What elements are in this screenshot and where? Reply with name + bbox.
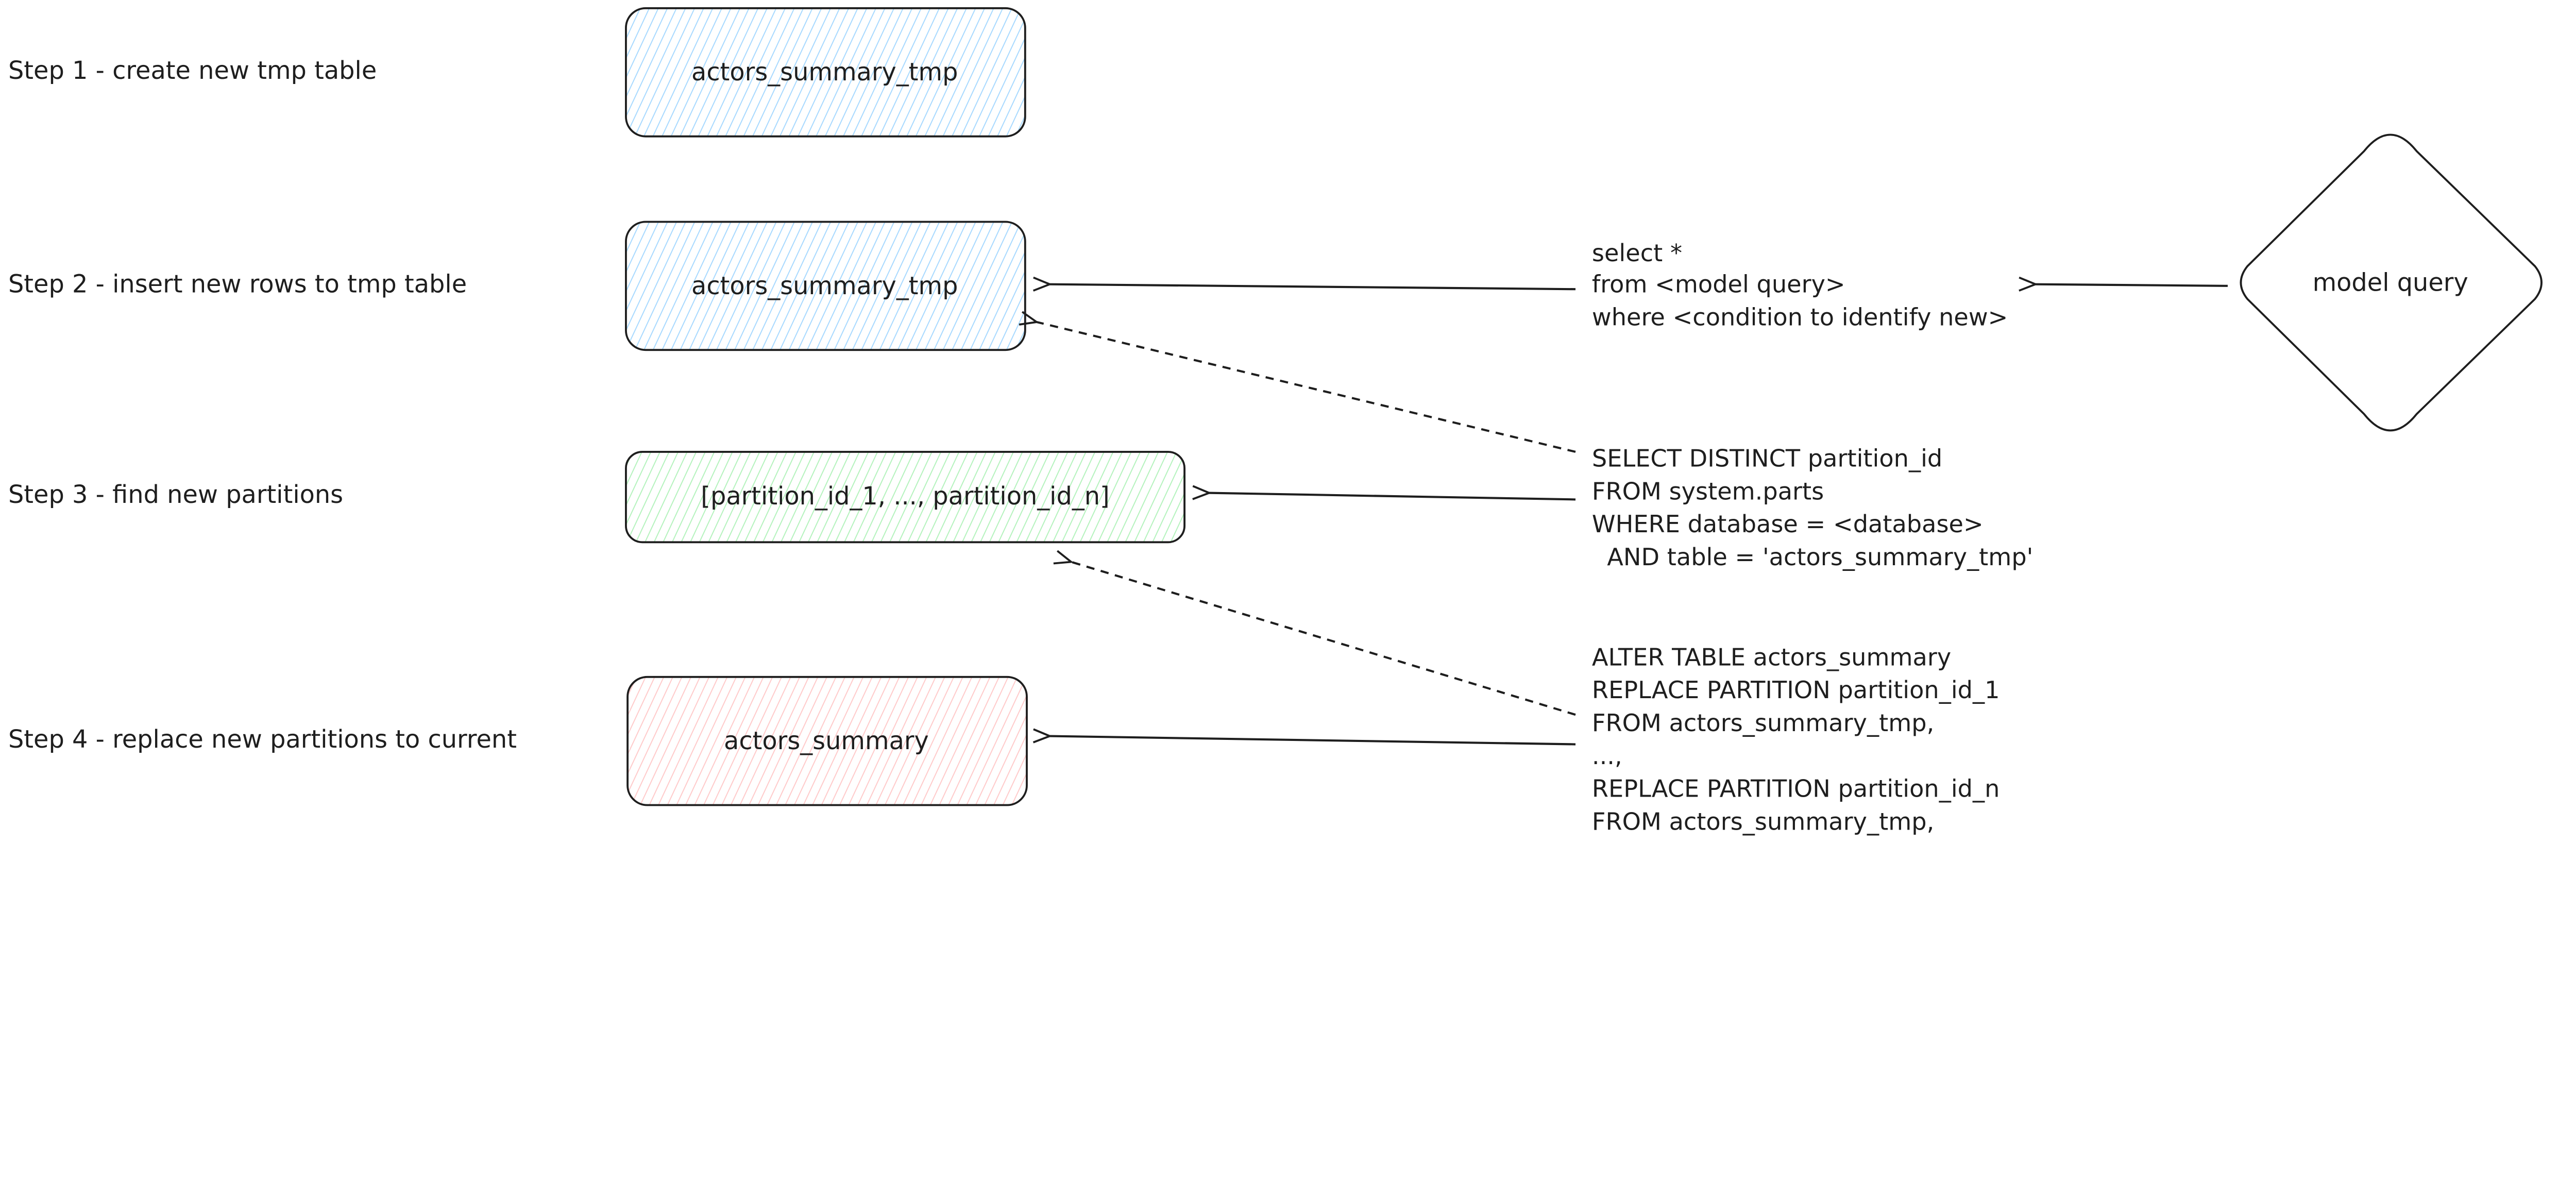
query-line: FROM actors_summary_tmp, xyxy=(1592,807,1934,835)
query-line: from <model query> xyxy=(1592,271,1845,298)
query-line: AND table = 'actors_summary_tmp' xyxy=(1592,543,2033,571)
query-line: SELECT DISTINCT partition_id xyxy=(1592,445,1942,472)
step-1-label: Step 1 - create new tmp table xyxy=(8,57,377,85)
current-table-box[interactable]: actors_summary xyxy=(626,676,1028,806)
diagram-canvas: Step 1 - create new tmp table Step 2 - i… xyxy=(8,7,2543,835)
arrow-model-to-insert xyxy=(2036,284,2228,286)
tmp-table-box-step2[interactable]: actors_summary_tmp xyxy=(625,221,1026,351)
box-label: actors_summary_tmp xyxy=(691,272,958,300)
box-label: actors_summary xyxy=(724,727,929,755)
query-line: FROM actors_summary_tmp, xyxy=(1592,709,1934,737)
dashed-arrow-partitions-reference xyxy=(1071,562,1576,716)
model-query-diamond[interactable]: model query xyxy=(2240,133,2543,432)
box-label: actors_summary_tmp xyxy=(691,58,958,87)
query-line: ALTER TABLE actors_summary xyxy=(1592,643,1951,671)
step-4-label: Step 4 - replace new partitions to curre… xyxy=(8,725,517,754)
diagram-wrapper: Step 1 - create new tmp table Step 2 - i… xyxy=(8,7,2543,835)
arrow-query-to-partitions xyxy=(1209,493,1576,501)
query-line: ..., xyxy=(1592,742,1622,770)
query-line: REPLACE PARTITION partition_id_n xyxy=(1592,775,1999,803)
insert-query-text: select * from <model query> where <condi… xyxy=(1592,239,2008,331)
partitions-box[interactable]: [partition_id_1, ..., partition_id_n] xyxy=(625,450,1186,544)
dashed-arrow-tmp-reference xyxy=(1037,322,1576,453)
partitions-query-text: SELECT DISTINCT partition_id FROM system… xyxy=(1592,445,2033,571)
step-3-label: Step 3 - find new partitions xyxy=(8,481,343,509)
arrow-replace-to-current xyxy=(1050,736,1576,746)
replace-query-text: ALTER TABLE actors_summary REPLACE PARTI… xyxy=(1592,643,2000,835)
diamond-label: model query xyxy=(2313,268,2468,297)
query-line: select * xyxy=(1592,239,1682,267)
step-2-label: Step 2 - insert new rows to tmp table xyxy=(8,271,467,299)
query-line: WHERE database = <database> xyxy=(1592,510,1984,538)
query-line: REPLACE PARTITION partition_id_1 xyxy=(1592,676,2000,704)
query-line: where <condition to identify new> xyxy=(1592,303,2008,331)
query-line: FROM system.parts xyxy=(1592,477,1824,505)
arrow-insert-to-tmp xyxy=(1050,284,1576,290)
box-label: [partition_id_1, ..., partition_id_n] xyxy=(701,482,1109,511)
tmp-table-box-step1[interactable]: actors_summary_tmp xyxy=(625,7,1026,138)
